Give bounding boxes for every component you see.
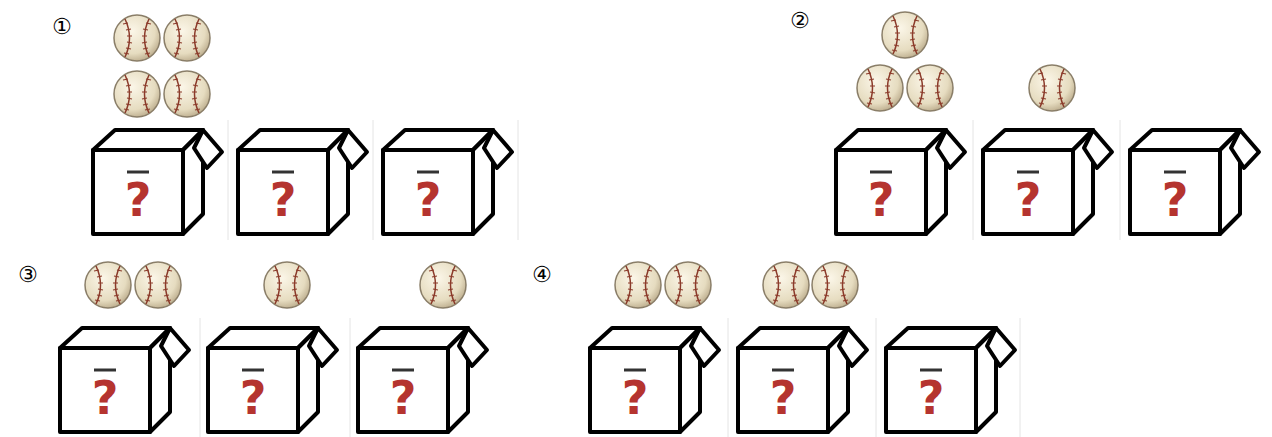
mystery-box: ? — [350, 320, 490, 435]
question-mark: ? — [836, 172, 926, 228]
mystery-box: ? — [730, 320, 870, 435]
question-mark: ? — [238, 172, 328, 228]
box-outline — [828, 122, 968, 237]
box-outline — [85, 122, 225, 237]
mystery-box: ? — [85, 122, 225, 237]
box-outline — [350, 320, 490, 435]
question-mark: ? — [358, 370, 448, 426]
panel-number: ① — [52, 14, 72, 40]
mystery-box: ? — [878, 320, 1018, 435]
box-outline — [230, 122, 370, 237]
mystery-box: ? — [582, 320, 722, 435]
panel-number: ③ — [18, 262, 38, 288]
box-outline — [582, 320, 722, 435]
panel-number: ② — [790, 8, 810, 34]
mystery-box: ? — [375, 122, 515, 237]
question-mark: ? — [60, 370, 150, 426]
question-mark: ? — [983, 172, 1073, 228]
mystery-box: ? — [200, 320, 340, 435]
mystery-box: ? — [1122, 122, 1262, 237]
question-mark: ? — [93, 172, 183, 228]
panel-number: ④ — [532, 262, 552, 288]
question-mark: ? — [1130, 172, 1220, 228]
mystery-box: ? — [828, 122, 968, 237]
box-outline — [200, 320, 340, 435]
mystery-box: ? — [975, 122, 1115, 237]
box-outline — [375, 122, 515, 237]
question-mark: ? — [383, 172, 473, 228]
box-outline — [878, 320, 1018, 435]
question-mark: ? — [208, 370, 298, 426]
question-mark: ? — [738, 370, 828, 426]
mystery-box: ? — [52, 320, 192, 435]
box-outline — [52, 320, 192, 435]
mystery-box: ? — [230, 122, 370, 237]
box-outline — [1122, 122, 1262, 237]
question-mark: ? — [590, 370, 680, 426]
box-outline — [975, 122, 1115, 237]
question-mark: ? — [886, 370, 976, 426]
box-outline — [730, 320, 870, 435]
